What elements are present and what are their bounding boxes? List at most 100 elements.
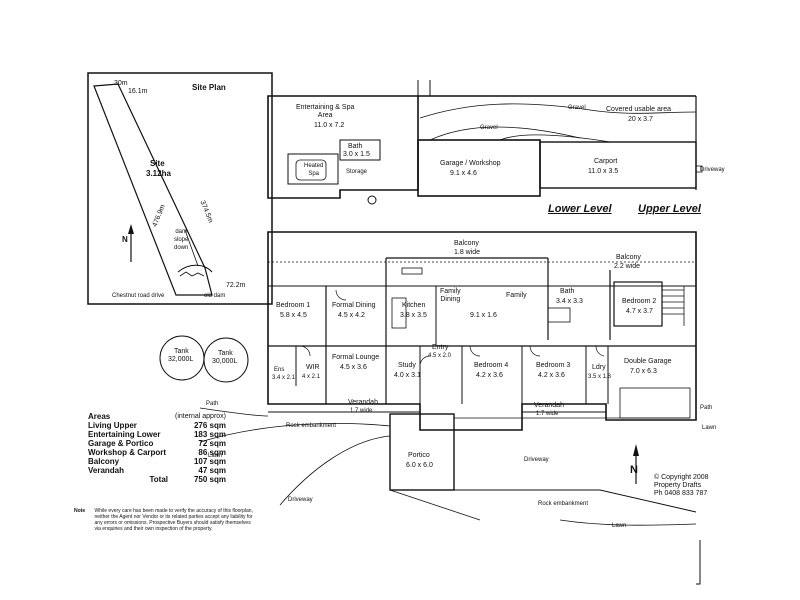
disclaimer-note: Note While every care has been made to v… bbox=[74, 508, 274, 532]
note-label: Note bbox=[74, 508, 86, 514]
areas-total-row: Total 750 sqm bbox=[88, 475, 238, 484]
copyright-block: © Copyright 2008 Property Drafts Ph 0408… bbox=[654, 474, 709, 498]
ens-name: Ens bbox=[274, 367, 285, 373]
site-top-dim-2: 16.1m bbox=[128, 88, 148, 95]
balcony-left-name: Balcony bbox=[454, 240, 479, 247]
covered-dim: 20 x 3.7 bbox=[628, 116, 653, 123]
bedroom2-outline bbox=[613, 281, 663, 327]
carport-name: Carport bbox=[594, 158, 618, 165]
tank2-name: Tank bbox=[218, 350, 233, 357]
bedroom3-name: Bedroom 3 bbox=[536, 362, 571, 369]
lawn-1-label: Lawn bbox=[208, 453, 223, 459]
balcony-right-name: Balcony bbox=[616, 254, 641, 261]
copyright-line-2: Property Drafts bbox=[654, 482, 702, 489]
formal-dining-name: Formal Dining bbox=[332, 302, 376, 309]
entry-dim: 4.5 x 2.0 bbox=[428, 353, 452, 359]
areas-heading: Areas bbox=[88, 412, 111, 421]
tank1-name: Tank bbox=[174, 348, 189, 355]
portico-dim: 6.0 x 6.0 bbox=[406, 462, 433, 469]
garage-dim: 9.1 x 4.6 bbox=[450, 170, 477, 177]
family-name: Family bbox=[506, 292, 527, 299]
garage-name: Garage / Workshop bbox=[440, 160, 501, 167]
copyright-line-3: Ph 0408 833 787 bbox=[654, 490, 708, 497]
verandah-left-dim: 1.7 wide bbox=[350, 408, 373, 414]
wir-dim: 4 x 2.1 bbox=[302, 374, 321, 380]
bedroom4-dim: 4.2 x 3.6 bbox=[476, 372, 503, 379]
portico-name: Portico bbox=[408, 452, 430, 459]
dam-outline bbox=[177, 264, 213, 273]
copyright-line-1: © Copyright 2008 bbox=[654, 474, 709, 481]
areas-heading-row: Areas (internal approx) bbox=[88, 412, 238, 421]
area-value: 47 sqm bbox=[198, 466, 226, 475]
site-plan-frame bbox=[87, 72, 273, 305]
lower-bath-name: Bath bbox=[348, 143, 363, 150]
bedroom1-dim: 5.8 x 4.5 bbox=[280, 312, 307, 319]
site-plan-title: Site Plan bbox=[192, 83, 226, 92]
area-value: 107 sqm bbox=[193, 457, 226, 466]
path-2-label: Path bbox=[700, 405, 713, 411]
bedroom3-dim: 4.2 x 3.6 bbox=[538, 372, 565, 379]
tank1-capacity: 32,000L bbox=[168, 356, 194, 363]
upper-bath-name: Bath bbox=[560, 288, 575, 295]
covered-name: Covered usable area bbox=[606, 106, 671, 113]
bedroom2-dim: 4.7 x 3.7 bbox=[626, 308, 653, 315]
verandah-right-dim: 1.7 wide bbox=[536, 411, 559, 417]
garage-outline bbox=[417, 139, 541, 197]
spa-name: Heated Spa bbox=[304, 163, 324, 177]
driveway-label: Driveway bbox=[524, 457, 549, 463]
carport-outline bbox=[539, 141, 697, 189]
portico-outline bbox=[389, 413, 455, 491]
covered-area-curve bbox=[419, 103, 697, 119]
tank2-outline bbox=[203, 337, 249, 383]
site-top-dim-1: 30m bbox=[114, 80, 128, 87]
spa-outline bbox=[287, 153, 339, 185]
kitchen-name: Kitchen bbox=[402, 302, 426, 309]
lower-level-label: Lower Level bbox=[548, 203, 612, 215]
driveway-edge bbox=[454, 489, 697, 513]
dam-label: dam slope down bbox=[174, 229, 189, 251]
kitchen-dim: 3.8 x 3.5 bbox=[400, 312, 427, 319]
ens-dim: 3.4 x 2.1 bbox=[272, 375, 296, 381]
site-dim-bottom: 72.2m bbox=[226, 282, 246, 289]
entry-name: Entry bbox=[432, 344, 449, 351]
study-name: Study bbox=[398, 362, 416, 369]
site-area: 3.12ha bbox=[146, 169, 171, 178]
formal-dining-dim: 4.5 x 4.2 bbox=[338, 312, 365, 319]
bedroom1-name: Bedroom 1 bbox=[276, 302, 311, 309]
balcony-left-dim: 1.8 wide bbox=[454, 249, 481, 256]
entertaining-dim: 11.0 x 7.2 bbox=[314, 122, 345, 129]
wir-name: WIR bbox=[306, 364, 320, 371]
double-garage-name: Double Garage bbox=[624, 358, 672, 365]
ldry-name: Ldry bbox=[592, 364, 606, 371]
gravel-1: Gravel bbox=[568, 105, 586, 111]
areas-heading-note: (internal approx) bbox=[175, 413, 226, 420]
formal-lounge-name: Formal Lounge bbox=[332, 354, 380, 361]
areas-total-label: Total bbox=[149, 475, 168, 484]
lawn-3-label: Lawn bbox=[702, 425, 717, 431]
gravel-2: Gravel bbox=[480, 125, 498, 131]
site-lot-outline bbox=[93, 83, 213, 296]
areas-total-value: 750 sqm bbox=[193, 475, 226, 484]
storage-name: Storage bbox=[346, 169, 368, 175]
path-label: Path bbox=[206, 401, 219, 407]
carport-dim: 11.0 x 3.5 bbox=[588, 168, 619, 175]
area-value: 276 sqm bbox=[193, 421, 226, 430]
note-text: While every care has been made to verify… bbox=[94, 508, 253, 532]
lower-driveway: Driveway bbox=[700, 167, 725, 173]
entertaining-name: Entertaining & Spa Area bbox=[296, 104, 355, 119]
lower-bath-outline bbox=[339, 139, 381, 161]
rock-embankment-label: Rock embankment bbox=[286, 423, 337, 429]
balcony-right-dim: 2.2 wide bbox=[614, 263, 641, 270]
upper-level-label: Upper Level bbox=[638, 203, 701, 215]
rock-embankment-2-label: Rock embankment bbox=[538, 501, 589, 507]
lower-bath-dim: 3.0 x 1.5 bbox=[343, 151, 370, 158]
upper-bath-dim: 3.4 x 3.3 bbox=[556, 298, 583, 305]
area-name: Entertaining Lower bbox=[88, 430, 161, 439]
dam-leader bbox=[184, 229, 199, 267]
